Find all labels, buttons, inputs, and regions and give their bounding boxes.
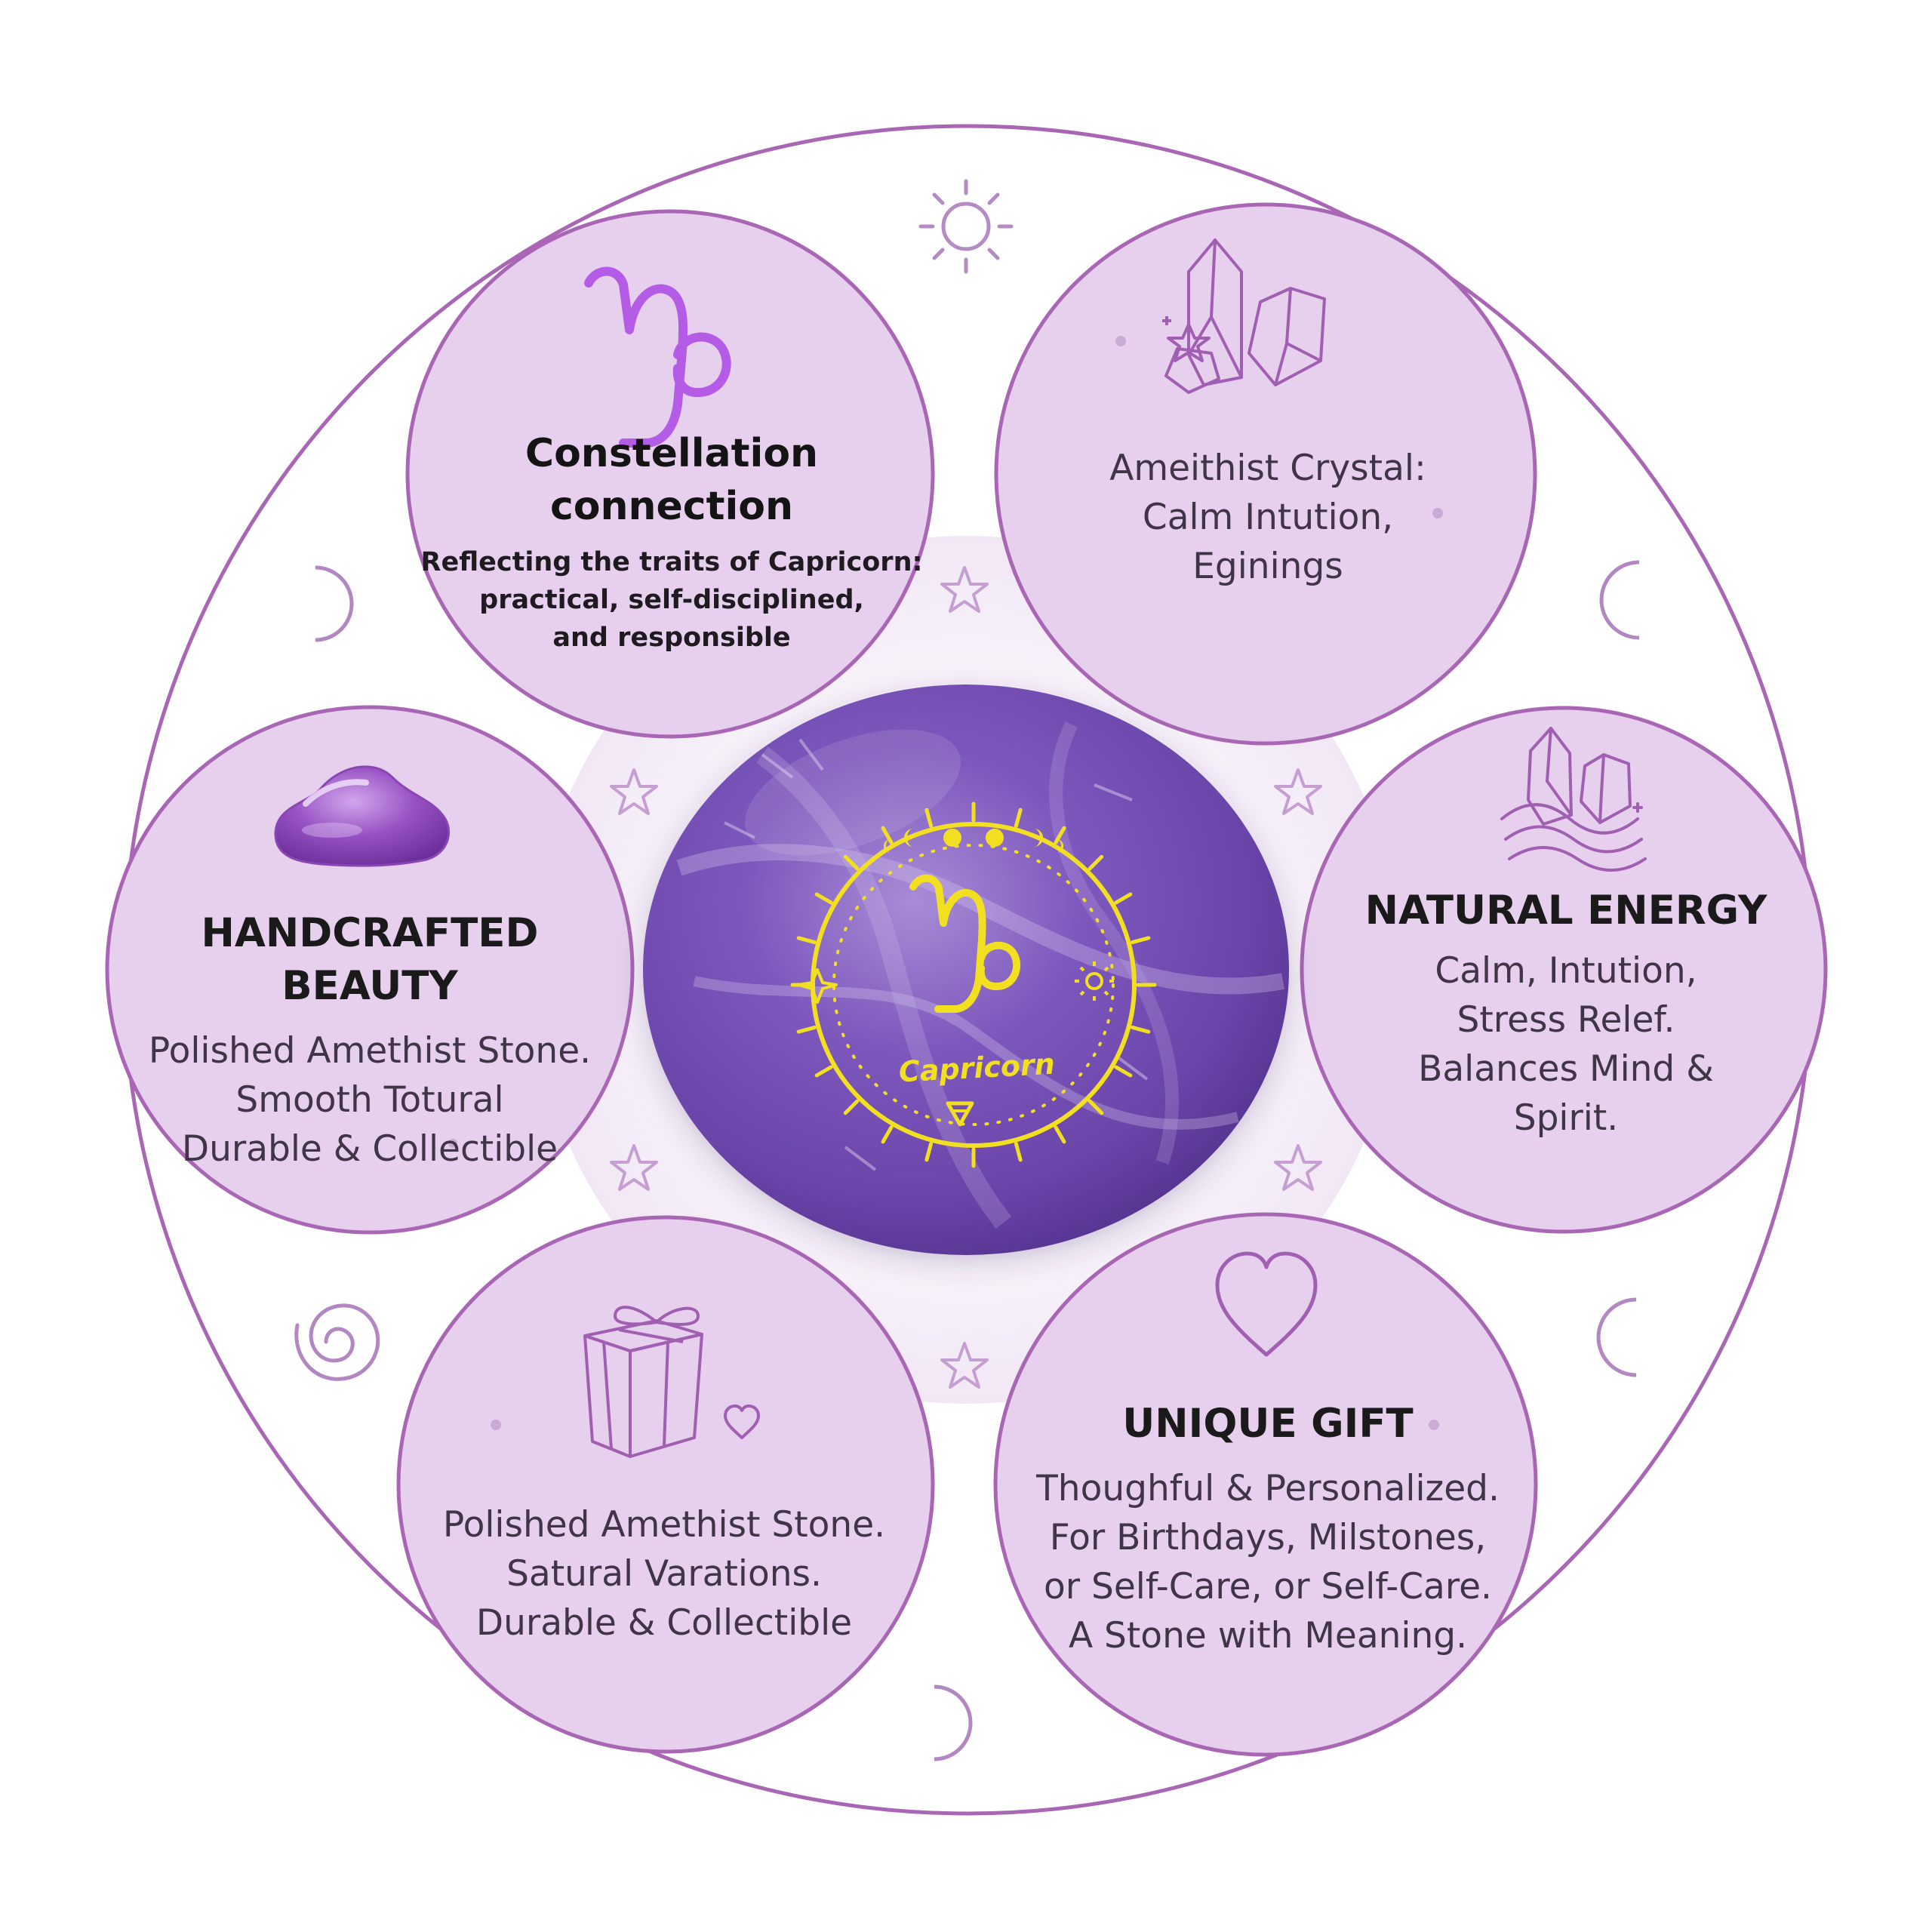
seal-ray bbox=[1114, 892, 1133, 905]
seal-sun-icon bbox=[1075, 961, 1114, 1001]
panel-line: and responsible bbox=[552, 623, 791, 653]
panel-circle-polished bbox=[396, 1215, 935, 1754]
seal-ray bbox=[1114, 1065, 1133, 1078]
panel-body: Calm, Intution, Stress Relef. Balances M… bbox=[1336, 946, 1796, 1143]
seal-ray bbox=[814, 1065, 833, 1078]
seal-ray bbox=[796, 936, 817, 945]
star-icon bbox=[1274, 768, 1322, 815]
panel-line: Polished Amethist Stone. bbox=[442, 1504, 886, 1546]
moon-icon bbox=[1599, 560, 1640, 640]
panel-line: Calm, Intution, bbox=[1435, 950, 1697, 992]
star-icon bbox=[610, 768, 658, 815]
seal-ray bbox=[843, 1099, 860, 1115]
panel-line: Spirit. bbox=[1513, 1097, 1619, 1139]
seal-ray bbox=[1014, 1142, 1023, 1162]
panel-line: Polished Amethist Stone. bbox=[148, 1030, 592, 1072]
panel-line: Durable & Collectible bbox=[181, 1128, 558, 1170]
seal-ray bbox=[881, 1125, 894, 1144]
panel-circle-gift bbox=[993, 1212, 1538, 1757]
dot bbox=[1429, 1420, 1439, 1430]
seal-ray bbox=[1054, 1125, 1066, 1144]
panel-circle-energy bbox=[1300, 706, 1828, 1234]
seal-ray bbox=[924, 1142, 934, 1162]
panel-title: Constellation connection bbox=[525, 431, 819, 529]
gift-box-icon bbox=[583, 1306, 760, 1458]
tumbled-stone-icon bbox=[274, 765, 450, 867]
seal-ray bbox=[843, 854, 860, 871]
panel-body: Reflecting the traits of Capricorn: prac… bbox=[408, 543, 936, 657]
crystal-waves-icon bbox=[1500, 727, 1647, 872]
seal-sparkle-icon bbox=[797, 968, 838, 1004]
earth-triangle-icon bbox=[946, 1101, 974, 1127]
panel-title: HANDCRAFTED BEAUTY bbox=[201, 910, 539, 1009]
panel-circle-handcrafted bbox=[105, 705, 635, 1235]
star-icon bbox=[940, 1342, 989, 1389]
panel-body: Polished Amethist Stone. Smooth Totural … bbox=[121, 1026, 619, 1174]
dot bbox=[448, 1139, 457, 1148]
panel-body: Thoughful & Personalized. For Birthdays,… bbox=[1011, 1464, 1524, 1660]
heart-icon bbox=[1215, 1251, 1318, 1357]
seal-ray bbox=[1131, 1025, 1151, 1034]
spiral-icon bbox=[294, 1303, 380, 1381]
seal-label: Capricorn bbox=[898, 1048, 1056, 1089]
seal-ray bbox=[881, 826, 894, 844]
panel-line: Ameithist Crystal: bbox=[1109, 448, 1426, 489]
panel-line: practical, self-disciplined, bbox=[479, 585, 864, 615]
seal-ray bbox=[1088, 1099, 1104, 1115]
seal-ray bbox=[814, 892, 833, 905]
panel-line: Thoughful & Personalized. bbox=[1036, 1468, 1500, 1509]
moon-phases bbox=[884, 829, 1063, 853]
panel-title: NATURAL ENERGY bbox=[1364, 888, 1767, 934]
panel-circle-crystal bbox=[994, 202, 1537, 746]
moon-icon bbox=[1596, 1297, 1637, 1377]
panel-line: Stress Relef. bbox=[1457, 999, 1675, 1041]
seal-ray bbox=[1014, 808, 1023, 828]
capricorn-symbol-icon bbox=[584, 266, 731, 448]
stone-veins bbox=[676, 721, 1285, 1229]
seal-ray bbox=[1088, 854, 1104, 871]
panel-line: A Stone with Meaning. bbox=[1068, 1615, 1468, 1657]
panel-line: Durable & Collectible bbox=[475, 1602, 853, 1644]
seal-ray bbox=[924, 808, 934, 828]
panel-line: Satural Varations. bbox=[506, 1553, 822, 1595]
moon-icon bbox=[315, 565, 354, 642]
star-icon bbox=[1274, 1144, 1322, 1191]
moon-icon bbox=[934, 1684, 973, 1761]
dot bbox=[1115, 336, 1126, 346]
panel-line: For Birthdays, Milstones, bbox=[1049, 1517, 1487, 1558]
panel-gift: UNIQUE GIFT Thoughful & Personalized. Fo… bbox=[1011, 1398, 1524, 1660]
panel-energy: NATURAL ENERGY Calm, Intution, Stress Re… bbox=[1336, 884, 1796, 1143]
panel-title: UNIQUE GIFT bbox=[1122, 1401, 1414, 1447]
panel-line: or Self-Care, or Self-Care. bbox=[1044, 1566, 1492, 1607]
center-stone bbox=[643, 685, 1289, 1255]
capricorn-seal bbox=[811, 822, 1137, 1148]
panel-handcrafted: HANDCRAFTED BEAUTY Polished Amethist Sto… bbox=[121, 907, 619, 1174]
dot bbox=[491, 1420, 501, 1430]
panel-circle-constellation bbox=[405, 209, 935, 739]
panel-crystal: Ameithist Crystal: Calm Intution, Eginin… bbox=[1057, 444, 1479, 591]
dot bbox=[1432, 508, 1443, 518]
panel-polished: Polished Amethist Stone. Satural Varatio… bbox=[423, 1500, 906, 1647]
star-icon bbox=[940, 566, 989, 613]
seal-ray bbox=[1131, 936, 1151, 945]
seal-rays bbox=[790, 801, 1157, 1168]
panel-line: Smooth Totural bbox=[235, 1079, 504, 1121]
crystal-cluster-icon bbox=[1162, 238, 1326, 394]
panel-constellation: Constellation connection Reflecting the … bbox=[408, 427, 936, 657]
seal-ray bbox=[796, 1025, 817, 1034]
star-icon bbox=[610, 1144, 658, 1191]
panel-line: Eginings bbox=[1192, 546, 1343, 587]
capricorn-glyph-icon bbox=[909, 874, 1021, 1013]
sun-icon bbox=[918, 179, 1014, 274]
seal-ray bbox=[1054, 826, 1066, 844]
panel-line: Calm Intution, bbox=[1142, 497, 1394, 538]
panel-line: Balances Mind & bbox=[1418, 1048, 1714, 1090]
panel-line: Reflecting the traits of Capricorn: bbox=[420, 547, 923, 577]
